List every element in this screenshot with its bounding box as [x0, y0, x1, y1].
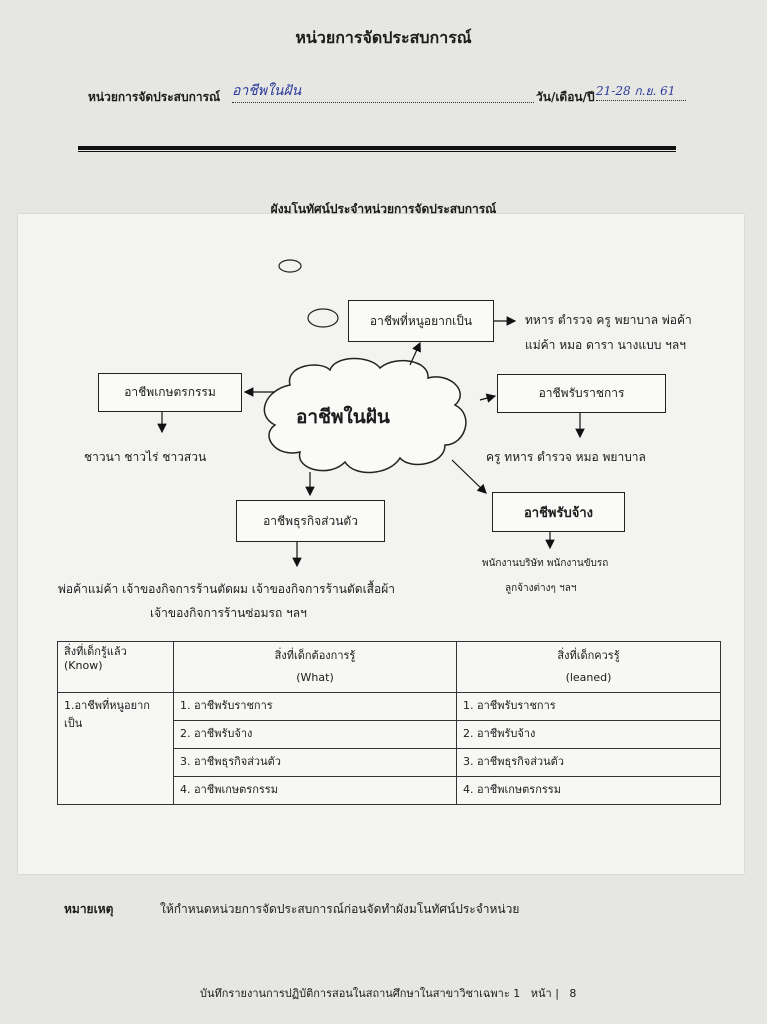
node-civil-service: อาชีพรับราชการ [497, 374, 666, 413]
what-cell: 2. อาชีพรับจ้าง [173, 720, 457, 749]
node-detail: ลูกจ้างต่างๆ ฯลฯ [505, 583, 577, 594]
node-detail: ครู ทหาร ตำรวจ หมอ พยาบาล [486, 450, 646, 464]
unit-field: อาชีพในฝัน [232, 80, 534, 103]
cloud-shape [263, 357, 467, 474]
document-title: หน่วยการจัดประสบการณ์ [295, 28, 472, 47]
date-value: 21-28 ก.ย. 61 [596, 84, 676, 98]
node-label: อาชีพเกษตรกรรม [124, 385, 216, 399]
node-detail: พนักงานบริษัท พนักงานขับรถ [482, 558, 609, 569]
node-detail: แม่ค้า หมอ ดารา นางแบบ ฯลฯ [525, 338, 687, 352]
diagram-subtitle: ผังมโนทัศน์ประจำหน่วยการจัดประสบการณ์ [270, 202, 497, 216]
header-learned: สิ่งที่เด็กควรรู้(leaned) [456, 641, 721, 693]
footer-text: บันทึกรายงานการปฏิบัติการสอนในสถานศึกษาใ… [200, 987, 521, 1000]
what-cell: 3. อาชีพธุรกิจส่วนตัว [173, 748, 457, 777]
learned-cell: 3. อาชีพธุรกิจส่วนตัว [456, 748, 721, 777]
thought-bubble-small [278, 259, 302, 273]
header-what: สิ่งที่เด็กต้องการรู้(What) [173, 641, 457, 693]
page-label: หน้า | [530, 987, 559, 1000]
page-number: 8 [569, 987, 577, 1000]
table-header-row: สิ่งที่เด็กรู้แล้ว (Know) สิ่งที่เด็กต้อ… [57, 641, 721, 693]
node-detail: ชาวนา ชาวไร่ ชาวสวน [84, 450, 207, 464]
double-rule [78, 146, 676, 150]
node-label: อาชีพที่หนูอยากเป็น [369, 313, 473, 328]
learned-cell: 2. อาชีพรับจ้าง [456, 720, 721, 749]
footer: บันทึกรายงานการปฏิบัติการสอนในสถานศึกษาใ… [200, 984, 576, 1002]
table-row: 1.อาชีพที่หนูอยากเป็น 1. อาชีพรับราชการ … [57, 692, 721, 805]
node-detail: ทหาร ตำรวจ ครู พยาบาล พ่อค้า [525, 313, 692, 327]
what-cell: 4. อาชีพเกษตรกรรม [173, 776, 457, 805]
center-topic: อาชีพในฝัน [296, 406, 390, 428]
unit-label: หน่วยการจัดประสบการณ์ [88, 90, 221, 104]
table-row: 4. อาชีพเกษตรกรรม 4. อาชีพเกษตรกรรม [58, 776, 721, 805]
node-label: อาชีพธุรกิจส่วนตัว [263, 513, 358, 528]
rule-thin [78, 151, 676, 152]
learned-cell: 1. อาชีพรับราชการ [456, 692, 721, 721]
note-text: ให้กำหนดหน่วยการจัดประสบการณ์ก่อนจัดทำผั… [160, 902, 520, 916]
date-field: 21-28 ก.ย. 61 [596, 80, 686, 101]
node-agriculture: อาชีพเกษตรกรรม [98, 373, 242, 412]
node-detail: เจ้าของกิจการร้านซ่อมรถ ฯลฯ [150, 606, 307, 620]
what-cell: 1. อาชีพรับราชการ [173, 692, 457, 721]
note-label: หมายเหตุ [64, 902, 114, 916]
date-label: วัน/เดือน/ปี [536, 90, 595, 104]
node-label: อาชีพรับจ้าง [524, 505, 593, 521]
table-row: 3. อาชีพธุรกิจส่วนตัว 3. อาชีพธุรกิจส่วน… [58, 748, 721, 777]
know-cell: 1.อาชีพที่หนูอยากเป็น [57, 692, 174, 805]
node-label: อาชีพรับราชการ [538, 386, 625, 400]
node-dream-job: อาชีพที่หนูอยากเป็น [348, 300, 494, 342]
node-employee: อาชีพรับจ้าง [492, 492, 625, 532]
thought-bubble-medium [307, 308, 339, 328]
learned-cell: 4. อาชีพเกษตรกรรม [456, 776, 721, 805]
kwl-table: สิ่งที่เด็กรู้แล้ว (Know) สิ่งที่เด็กต้อ… [57, 641, 721, 805]
unit-value: อาชีพในฝัน [232, 83, 302, 99]
node-detail: พ่อค้าแม่ค้า เจ้าของกิจการร้านตัดผม เจ้า… [58, 582, 395, 596]
header-know: สิ่งที่เด็กรู้แล้ว (Know) [57, 641, 174, 693]
node-private-business: อาชีพธุรกิจส่วนตัว [236, 500, 385, 542]
